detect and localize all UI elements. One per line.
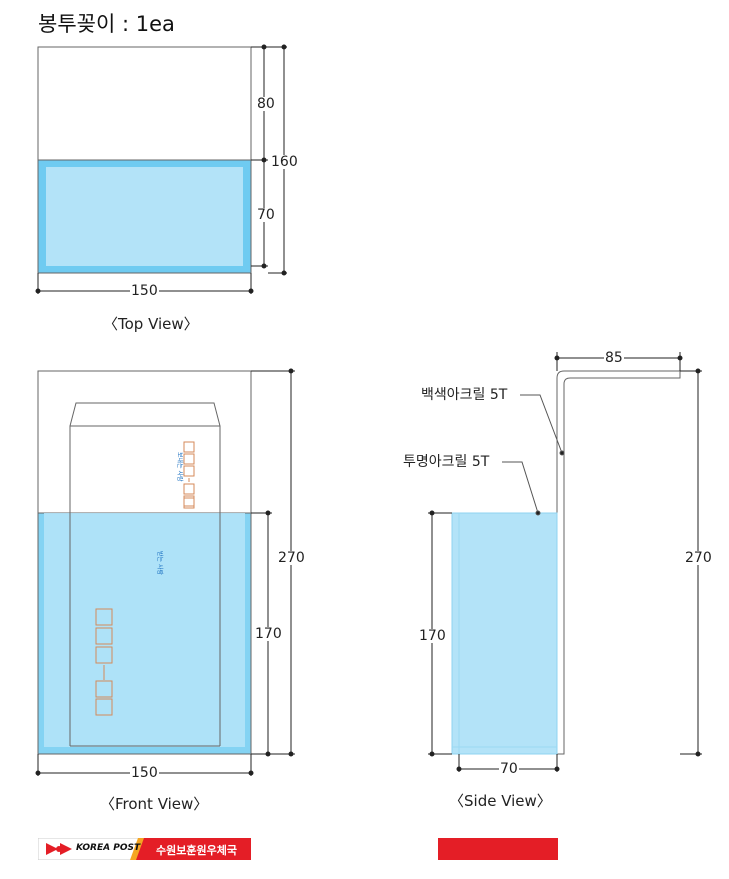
top-dim-lower: 70 — [256, 207, 276, 223]
top-dim-upper: 80 — [256, 96, 276, 112]
footer-brand: KOREA POST — [76, 843, 141, 853]
sender-postcode-boxes — [183, 441, 195, 509]
label-white-acrylic: 백색아크릴 5T — [421, 387, 508, 403]
front-view-drawing — [35, 368, 295, 776]
front-view-caption: 〈Front View〉 — [100, 795, 209, 813]
top-view-white-panel — [37, 46, 252, 161]
page-title: 봉투꽂이 : 1ea — [38, 12, 175, 36]
top-dim-total: 160 — [270, 154, 299, 170]
top-dim-width: 150 — [130, 283, 159, 299]
envelope-sender-text: 보내는 사람 — [176, 452, 183, 482]
korea-post-logo: KOREA POST 수원보훈원우체국 — [38, 838, 251, 860]
label-clear-acrylic: 투명아크릴 5T — [403, 454, 490, 470]
side-dim-pocket: 170 — [418, 628, 447, 644]
side-view-drawing — [428, 352, 702, 772]
top-view-drawing — [35, 44, 287, 294]
side-dim-depth: 70 — [499, 761, 519, 777]
footer-red-bar — [438, 838, 558, 860]
footer-office: 수원보훈원우체국 — [156, 844, 237, 857]
side-view-clear-acrylic — [451, 512, 558, 755]
front-dim-height: 270 — [277, 550, 306, 566]
side-dim-height: 270 — [684, 550, 713, 566]
top-view-caption: 〈Top View〉 — [103, 315, 199, 333]
front-dim-pocket: 170 — [254, 626, 283, 642]
top-view-acrylic-inner — [46, 167, 243, 266]
envelope-receiver-text: 받는 사람 — [156, 551, 163, 575]
front-view-acrylic-inner — [44, 513, 245, 747]
side-view-white-acrylic — [556, 370, 681, 755]
korea-post-emblem-icon — [46, 843, 72, 855]
side-dim-top: 85 — [604, 350, 624, 366]
front-dim-width: 150 — [130, 765, 159, 781]
side-view-caption: 〈Side View〉 — [449, 792, 552, 810]
receiver-postcode-boxes — [95, 608, 113, 716]
